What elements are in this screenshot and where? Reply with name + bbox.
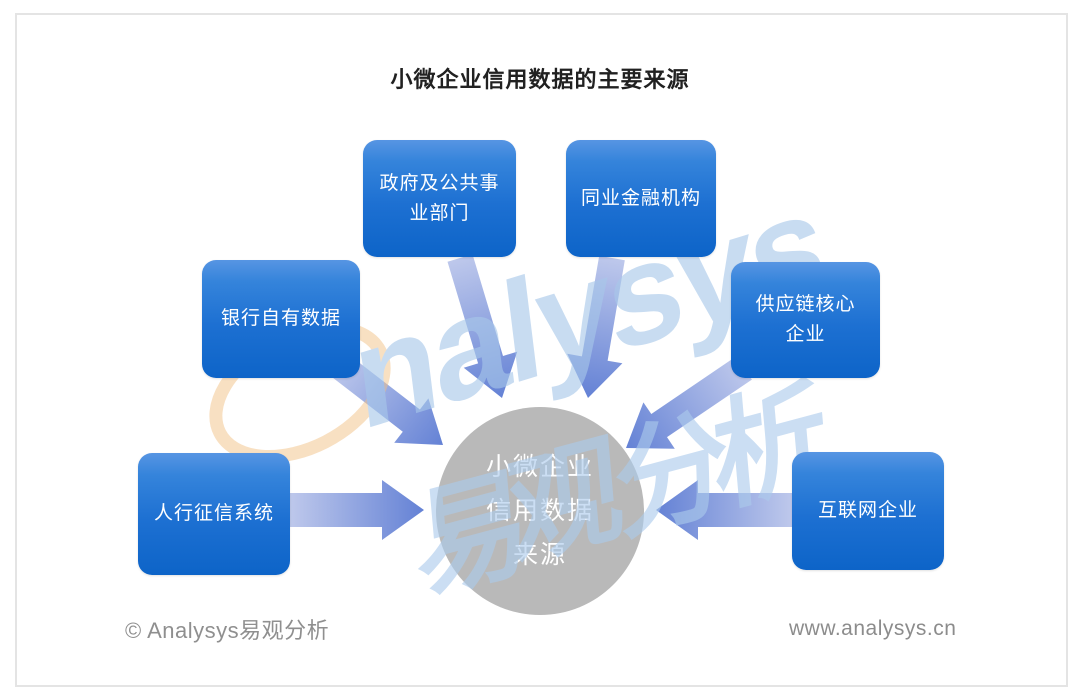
source-node-label: 同业金融机构 [581,187,702,209]
source-node-label: 银行自有数据 [220,308,341,329]
center-node-line3: 来源 [512,541,567,569]
center-node-line1: 小微企业 [485,453,594,481]
flow-arrow-4 [290,480,424,540]
source-node-label: 政府及公共事业部门 [379,172,500,224]
source-node-government: 政府及公共事业部门 [363,140,516,257]
center-node: 小微企业 信用数据 来源 [436,407,644,615]
source-node-supply-chain: 供应链核心企业 [731,262,880,378]
source-node-label: 人行征信系统 [153,503,274,524]
flow-arrow-0 [447,254,518,398]
flow-arrow-3 [626,356,752,449]
source-node-internet: 互联网企业 [792,452,944,570]
source-node-financial-peers: 同业金融机构 [566,140,716,257]
source-node-bank-data: 银行自有数据 [202,260,360,378]
center-node-line2: 信用数据 [485,497,594,525]
source-node-label: 互联网企业 [817,500,918,521]
diagram-title: 小微企业信用数据的主要来源 [390,67,690,92]
source-node-label: 供应链核心企业 [755,294,856,345]
flow-arrow-2 [329,352,443,445]
flow-arrow-5 [656,480,792,540]
website-text: www.analysys.cn [789,617,957,640]
flow-arrow-1 [567,255,625,398]
outer-border [15,13,1068,687]
copyright-text: © Analysys易观分析 [125,618,330,643]
source-node-pboc-credit: 人行征信系统 [138,453,290,575]
